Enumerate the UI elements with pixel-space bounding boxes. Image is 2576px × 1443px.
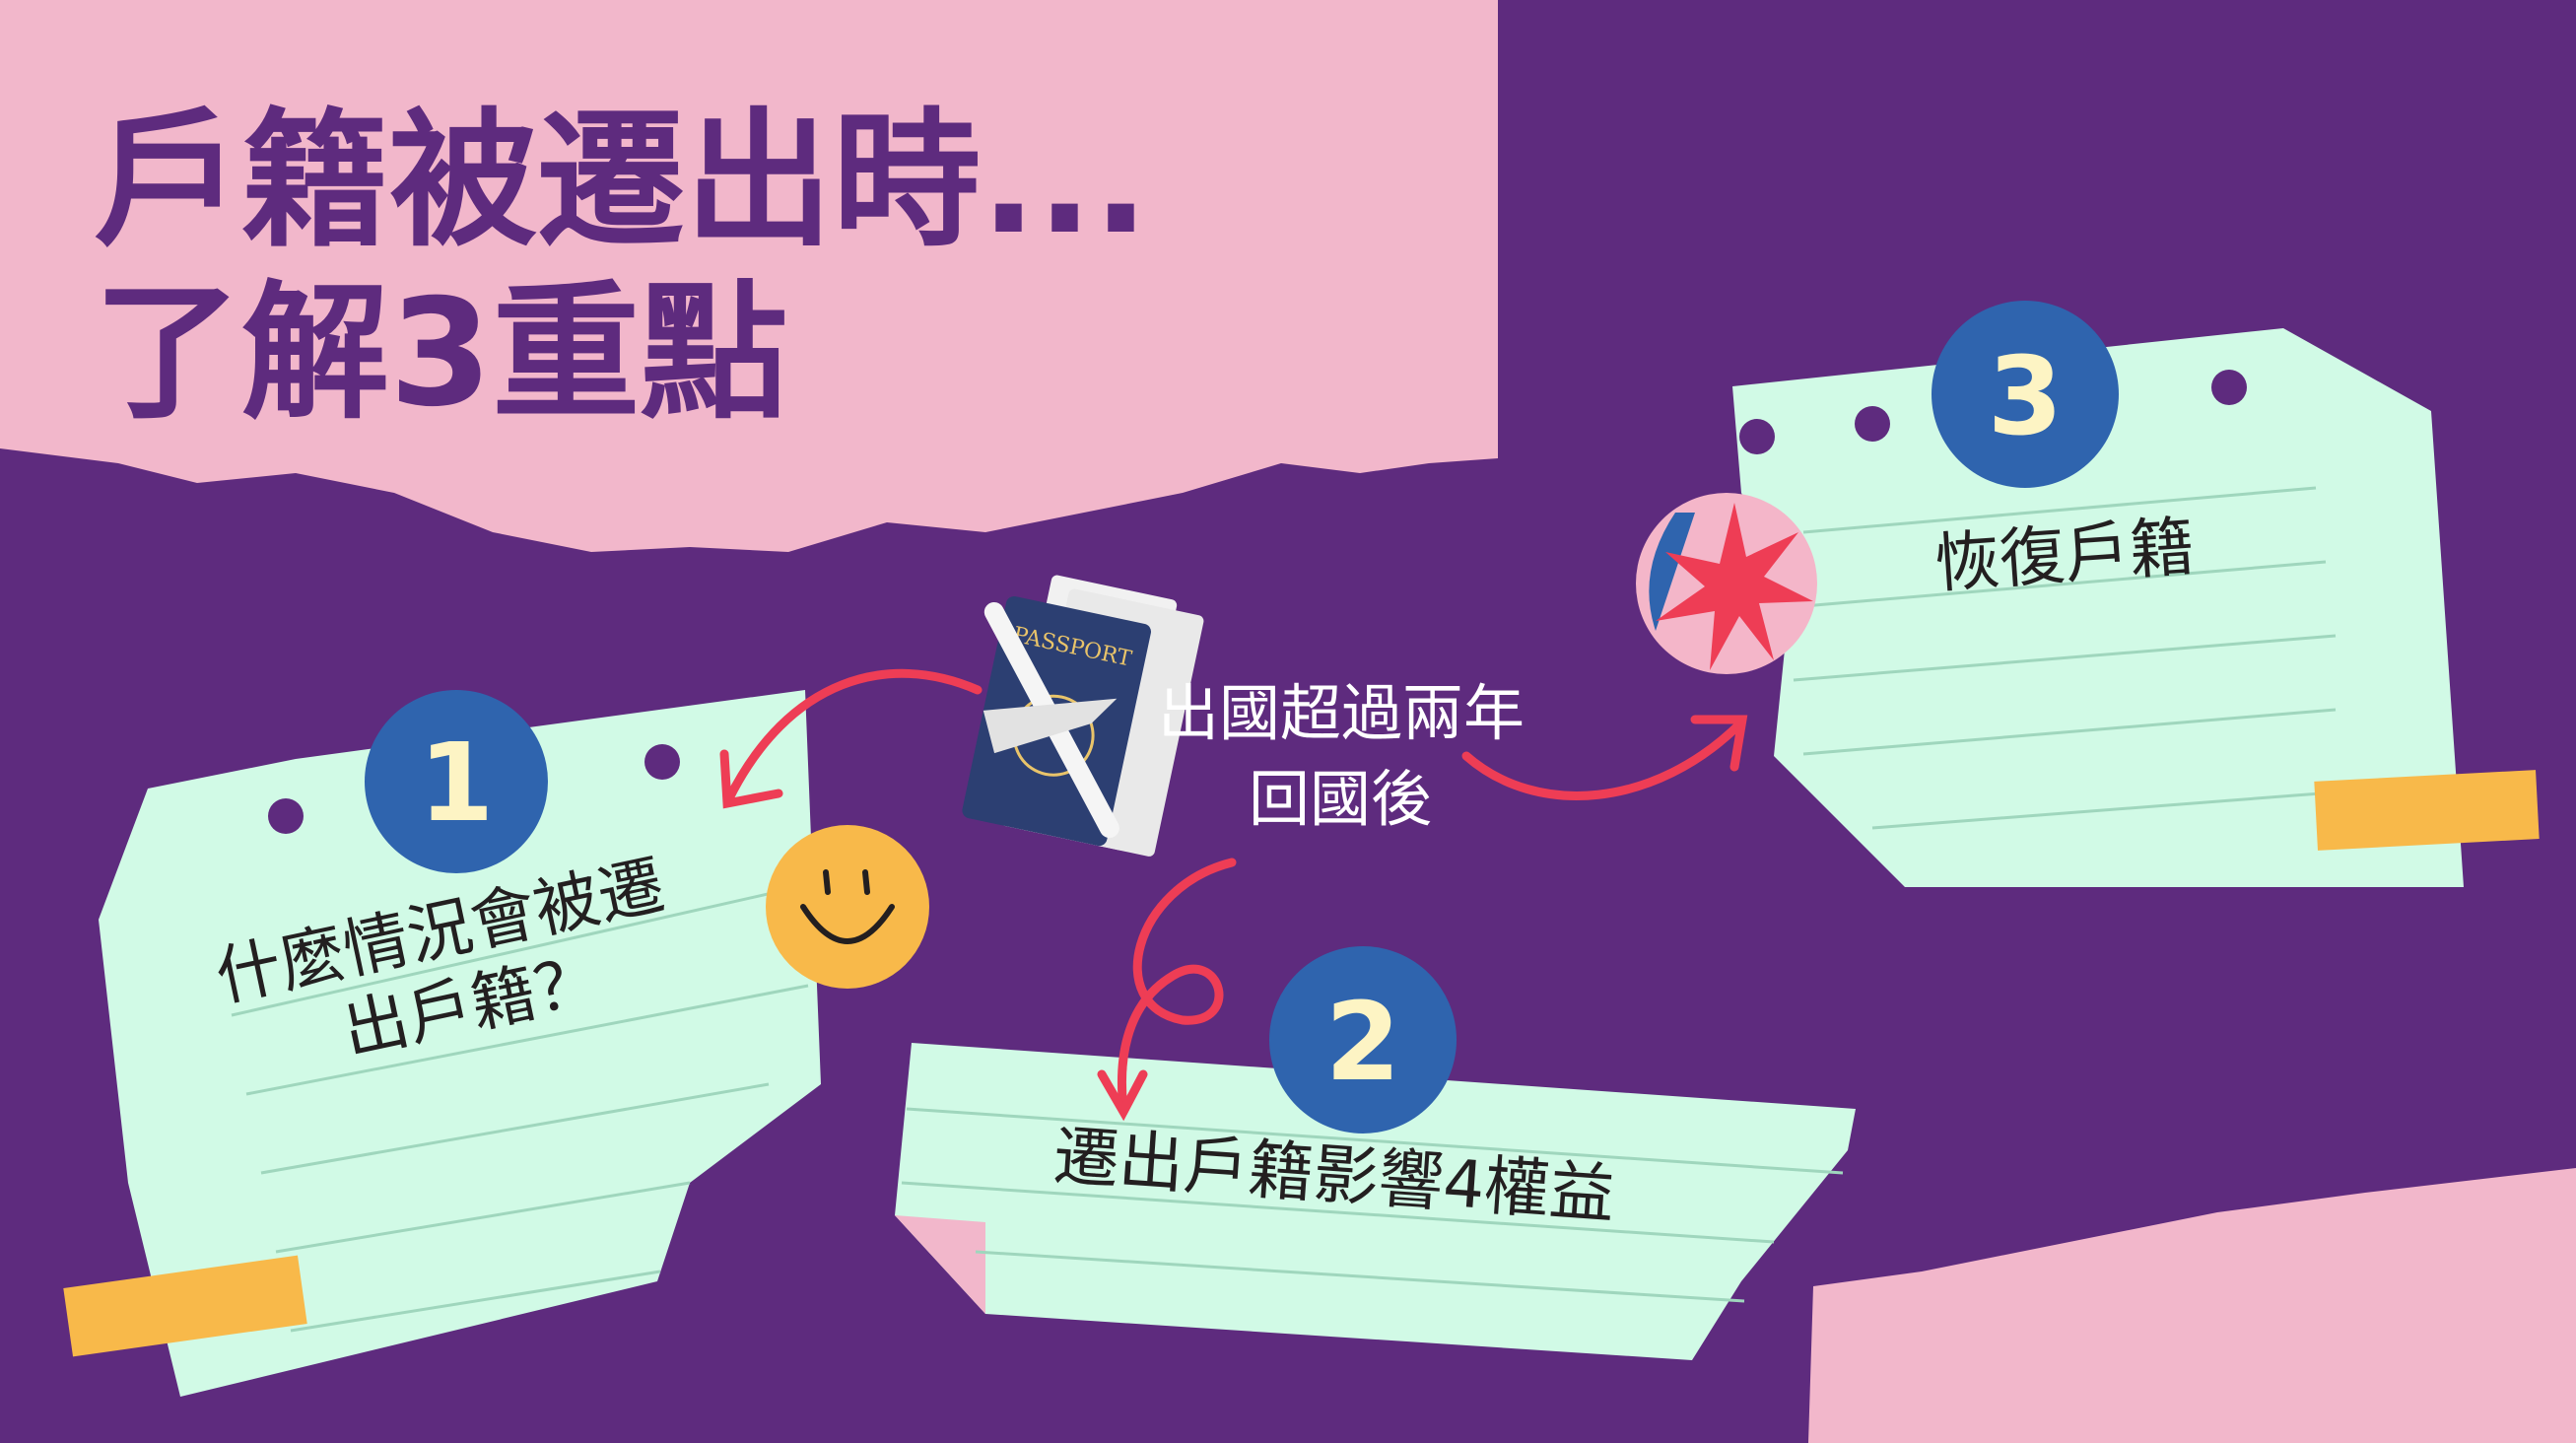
- tape: [63, 1255, 307, 1357]
- pink-corner-paper: [1808, 1168, 2576, 1443]
- badge-3-number: 3: [1988, 333, 2064, 459]
- star-sticker-icon: [1636, 493, 1817, 674]
- page-title-line1: 戶籍被遷出時...: [94, 96, 1149, 267]
- tape: [2314, 770, 2540, 851]
- point-1-card: 1 什麼情況會被遷 出戶籍？: [63, 690, 821, 1397]
- smiley-icon: [766, 825, 929, 989]
- page-title-line2: 了解3重點: [94, 268, 787, 440]
- point-3-text: 恢復戶籍: [1932, 509, 2198, 602]
- center-text-line2: 回國後: [1249, 763, 1432, 835]
- center-text-line1: 出國超過兩年: [1158, 677, 1525, 749]
- arrow-to-point-1: [719, 668, 983, 809]
- badge-1: [365, 690, 548, 873]
- arrow-to-point-2: [1097, 858, 1237, 1122]
- badge-2-number: 2: [1325, 979, 1401, 1105]
- badge-1-number: 1: [419, 720, 495, 846]
- point-2-card: 2 遷出戶籍影響4權益: [895, 946, 1856, 1360]
- point-3-card: 3 恢復戶籍: [1732, 301, 2540, 887]
- pink-header-paper: [0, 0, 1498, 552]
- badge-2: [1269, 946, 1457, 1134]
- arrow-to-point-3: [1461, 715, 1748, 800]
- badge-3: [1932, 301, 2119, 488]
- passport-plane-illustration: PASSPORT: [962, 575, 1204, 857]
